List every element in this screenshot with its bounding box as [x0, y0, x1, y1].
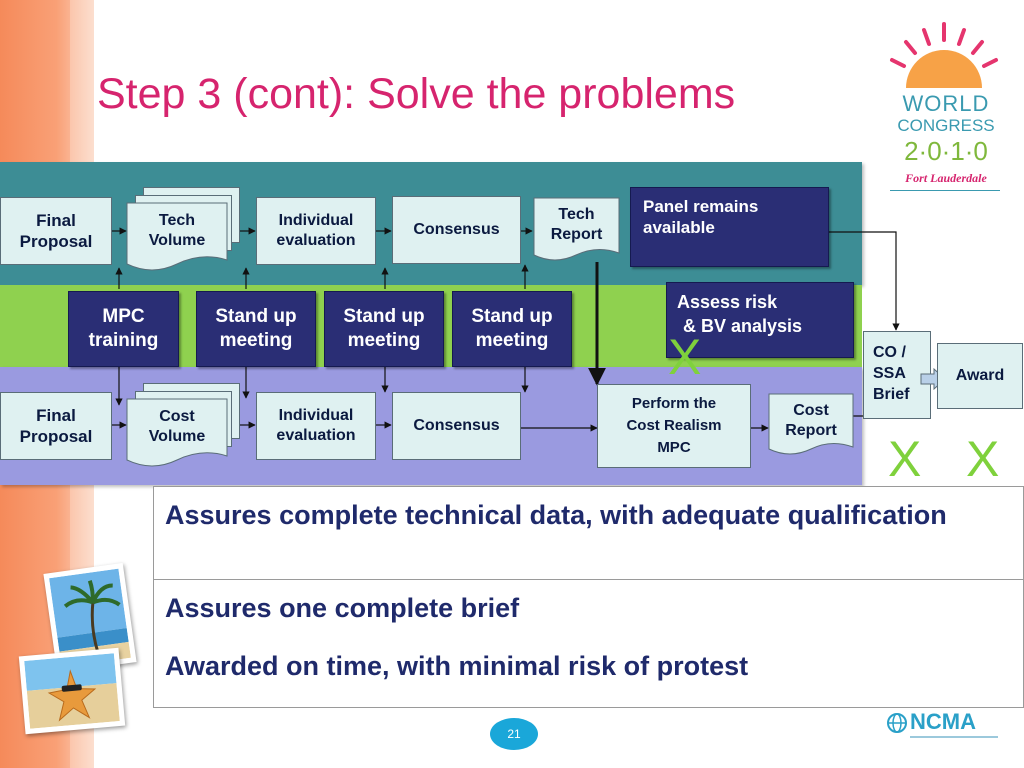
cost-individual-evaluation-line2: evaluation [276, 427, 356, 444]
cost-consensus: Consensus [392, 392, 521, 460]
tech-individual-evaluation-line1: Individual [278, 212, 354, 229]
result-3-text: Awarded on time, with minimal risk of pr… [165, 651, 749, 681]
cost-realism-line3: MPC [657, 439, 691, 456]
cost-individual-evaluation-line1: Individual [278, 407, 354, 424]
assess-risk-bv-analysis: Assess risk & BV analysis [666, 282, 854, 358]
tech-final-proposal-line2: Proposal [19, 232, 93, 251]
tech-report-line1: Tech [558, 206, 595, 223]
stand-up-3-line1: Stand up [471, 306, 553, 327]
tech-consensus: Consensus [392, 196, 521, 264]
stand-up-2-line1: Stand up [343, 306, 425, 327]
tech-individual-evaluation: Individual evaluation [256, 197, 376, 265]
panel-remains-available: Panel remains available [630, 187, 829, 267]
check-mark-award: X [966, 431, 1000, 487]
tech-final-proposal-line1: Final [36, 211, 76, 230]
stand-up-3-line2: meeting [475, 330, 549, 351]
co-ssa-line1: CO / [873, 344, 906, 361]
stand-up-meeting-1: Stand up meeting [196, 291, 316, 367]
logo-line-year: 2·0·1·0 [904, 136, 988, 166]
cost-volume-line1: Cost [159, 408, 195, 425]
logo-underline [890, 190, 1000, 191]
cost-final-proposal-line2: Proposal [19, 427, 93, 446]
stand-up-1-line1: Stand up [215, 306, 297, 327]
ncma-tagline-bar [910, 736, 998, 738]
co-ssa-brief: CO / SSA Brief [863, 331, 931, 419]
stand-up-meeting-2: Stand up meeting [324, 291, 444, 367]
cost-report-line2: Report [785, 422, 837, 439]
mpc-training-line1: MPC [102, 306, 145, 327]
panel-line2: available [643, 218, 715, 237]
cost-individual-evaluation: Individual evaluation [256, 392, 376, 460]
cost-final-proposal-line1: Final [36, 406, 76, 425]
tech-report-document [533, 197, 620, 261]
check-mark-brief: X [888, 431, 922, 487]
award-box: Award [937, 343, 1023, 409]
tech-volume-document [126, 202, 228, 271]
assess-risk-line1: Assess risk [677, 292, 778, 312]
cost-realism-line1: Perform the [631, 395, 717, 412]
assess-risk-line2: & BV analysis [683, 316, 803, 336]
stand-up-1-line2: meeting [219, 330, 293, 351]
logo-line-city: Fort Lauderdale [905, 171, 987, 185]
stand-up-meeting-3: Stand up meeting [452, 291, 572, 367]
starfish-icon [24, 653, 120, 729]
cost-volume-line2: Volume [148, 428, 206, 445]
world-congress-logo: WORLD CONGRESS 2·0·1·0 Fort Lauderdale [884, 20, 1006, 202]
result-1-text: Assures complete technical data, with ad… [165, 500, 947, 530]
panel-line1: Panel remains [643, 197, 759, 216]
check-mark-assess: X [668, 329, 702, 385]
logo-line-congress: CONGRESS [897, 116, 995, 135]
ncma-logo: NCMA [886, 708, 1004, 744]
stand-up-2-line2: meeting [347, 330, 421, 351]
slide-title: Step 3 (cont): Solve the problems [97, 70, 736, 118]
result-2-text: Assures one complete brief [165, 593, 520, 623]
ncma-wordmark: NCMA [910, 709, 976, 734]
globe-icon [887, 713, 907, 733]
mpc-training: MPC training [68, 291, 179, 367]
cost-volume-document [126, 398, 228, 467]
results-table: Assures complete technical data, with ad… [153, 486, 1024, 708]
cost-report-document [768, 393, 854, 455]
page-number-badge: 21 [490, 718, 538, 750]
logo-line-world: WORLD [902, 91, 990, 116]
cost-realism-line2: Cost Realism [626, 417, 722, 434]
sun-icon [890, 22, 998, 88]
tech-volume-line1: Tech [158, 212, 196, 229]
tech-report-line2: Report [550, 226, 603, 243]
mpc-training-line2: training [88, 330, 159, 351]
co-ssa-line2: SSA [873, 365, 906, 382]
cost-report-line1: Cost [793, 402, 829, 419]
result-row-1: Assures complete technical data, with ad… [154, 487, 1023, 580]
tech-individual-evaluation-line2: evaluation [276, 232, 356, 249]
co-ssa-line3: Brief [873, 386, 910, 403]
tech-volume-line2: Volume [148, 232, 206, 249]
starfish-photo [18, 647, 126, 735]
